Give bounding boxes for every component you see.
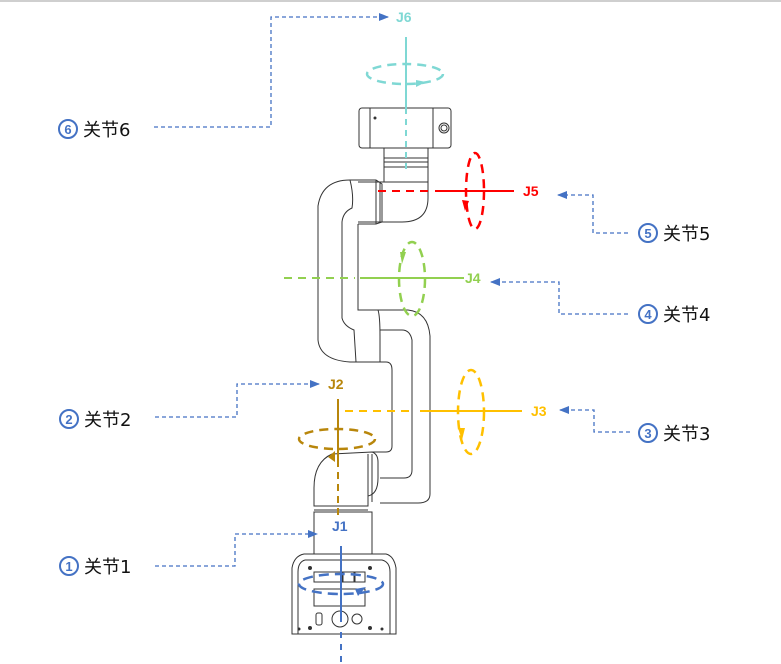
joint1-axis-label: J1: [332, 518, 348, 534]
leader-joint6: [154, 13, 389, 128]
joint2-axis-label: J2: [328, 376, 344, 392]
joint2-rotation-ellipse: [297, 427, 377, 451]
joint1-axis: J1: [297, 518, 385, 664]
joint2-axis: J2: [297, 376, 377, 518]
leader-joint3: [559, 406, 630, 433]
robot-arm-outline: [291, 107, 452, 635]
joint5-rotation-arrow-icon: [462, 200, 469, 211]
callout-label: 关节5: [663, 224, 710, 245]
callout-number-badge: [59, 556, 79, 576]
callout-number-badge: [58, 119, 78, 139]
callout-label: 关节3: [663, 424, 710, 445]
joint5-rotation-ellipse: [464, 151, 486, 231]
callout-joint3: 3 关节3: [638, 423, 710, 445]
joint3-rotation-ellipse: [456, 368, 486, 456]
callout-number: 6: [64, 122, 71, 137]
callout-number: 4: [644, 307, 652, 322]
leader-joint2: [155, 380, 320, 418]
callout-label: 关节6: [83, 120, 130, 141]
joint4-axis-label: J4: [465, 270, 481, 286]
callout-label: 关节4: [663, 305, 710, 326]
callout-label: 关节1: [84, 557, 131, 578]
callout-number-badge: [638, 304, 658, 324]
tool-flange: [358, 107, 452, 168]
callout-joint6: 6 关节6: [58, 119, 130, 141]
joint5-axis: J5: [378, 151, 539, 231]
callout-number-badge: [59, 409, 79, 429]
joint6-axis: J6: [365, 9, 445, 170]
joint1-rotation-ellipse: [297, 572, 385, 596]
callout-joint5: 5 关节5: [638, 223, 710, 245]
callout-number: 1: [65, 559, 72, 574]
joint6-axis-label: J6: [396, 9, 412, 25]
joint4-rotation-arrow-icon: [400, 252, 406, 264]
callout-number: 3: [644, 426, 651, 441]
joint4-rotation-ellipse: [397, 240, 427, 318]
callout-number-badge: [638, 423, 658, 443]
leader-joint5: [557, 191, 628, 234]
callout-joint1: 1 关节1: [59, 556, 131, 578]
callout-joint4: 4 关节4: [638, 304, 710, 326]
callout-number: 2: [65, 412, 72, 427]
joint5-axis-label: J5: [523, 183, 539, 199]
callout-number: 5: [644, 226, 651, 241]
top-border: [0, 0, 781, 2]
leader-joint1: [155, 530, 318, 567]
shoulder-joint: [313, 451, 379, 511]
joint3-axis: J3: [345, 368, 547, 456]
joint6-rotation-arrow-icon: [416, 80, 426, 87]
joint5-housing: [317, 179, 383, 363]
joint3-axis-label: J3: [531, 403, 547, 419]
upper-arm-link: [357, 224, 381, 362]
joint2-rotation-arrow-icon: [328, 451, 335, 462]
joint6-rotation-ellipse: [365, 62, 445, 86]
joint3-rotation-arrow-icon: [458, 428, 465, 440]
callout-number-badge: [638, 223, 658, 243]
robot-base: [291, 553, 397, 635]
joint4-axis: J4: [284, 240, 481, 318]
elbow-housing: [372, 361, 393, 453]
joint1-rotation-arrow-icon: [355, 587, 366, 596]
leader-lines: [154, 13, 630, 567]
callout-joint2: 2 关节2: [59, 409, 131, 431]
callout-label: 关节2: [84, 410, 131, 431]
leader-joint4: [490, 278, 628, 315]
